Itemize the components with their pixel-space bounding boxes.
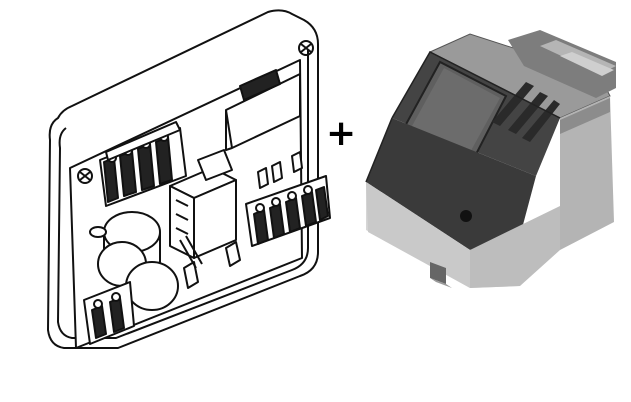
capacitor-round — [97, 241, 179, 311]
plus-sign: + — [326, 113, 357, 154]
screw-left — [77, 168, 93, 184]
terminal-block-bottom — [83, 281, 135, 345]
din-clip — [430, 262, 446, 284]
terminal-block-right — [245, 175, 331, 247]
led-2 — [225, 241, 241, 267]
module-side — [560, 96, 614, 250]
reset-button — [460, 210, 472, 222]
led-1 — [183, 261, 199, 289]
transformer — [169, 149, 237, 259]
jumper-3 — [291, 151, 303, 173]
jumper-2 — [271, 161, 283, 183]
connector-top — [239, 69, 281, 101]
terminal-block-top — [99, 121, 187, 207]
screw-top-right — [298, 40, 314, 56]
module-front-lower — [366, 118, 536, 250]
enclosure-outline — [47, 9, 319, 349]
jumper-1 — [257, 167, 269, 189]
component-small-1 — [89, 226, 107, 238]
